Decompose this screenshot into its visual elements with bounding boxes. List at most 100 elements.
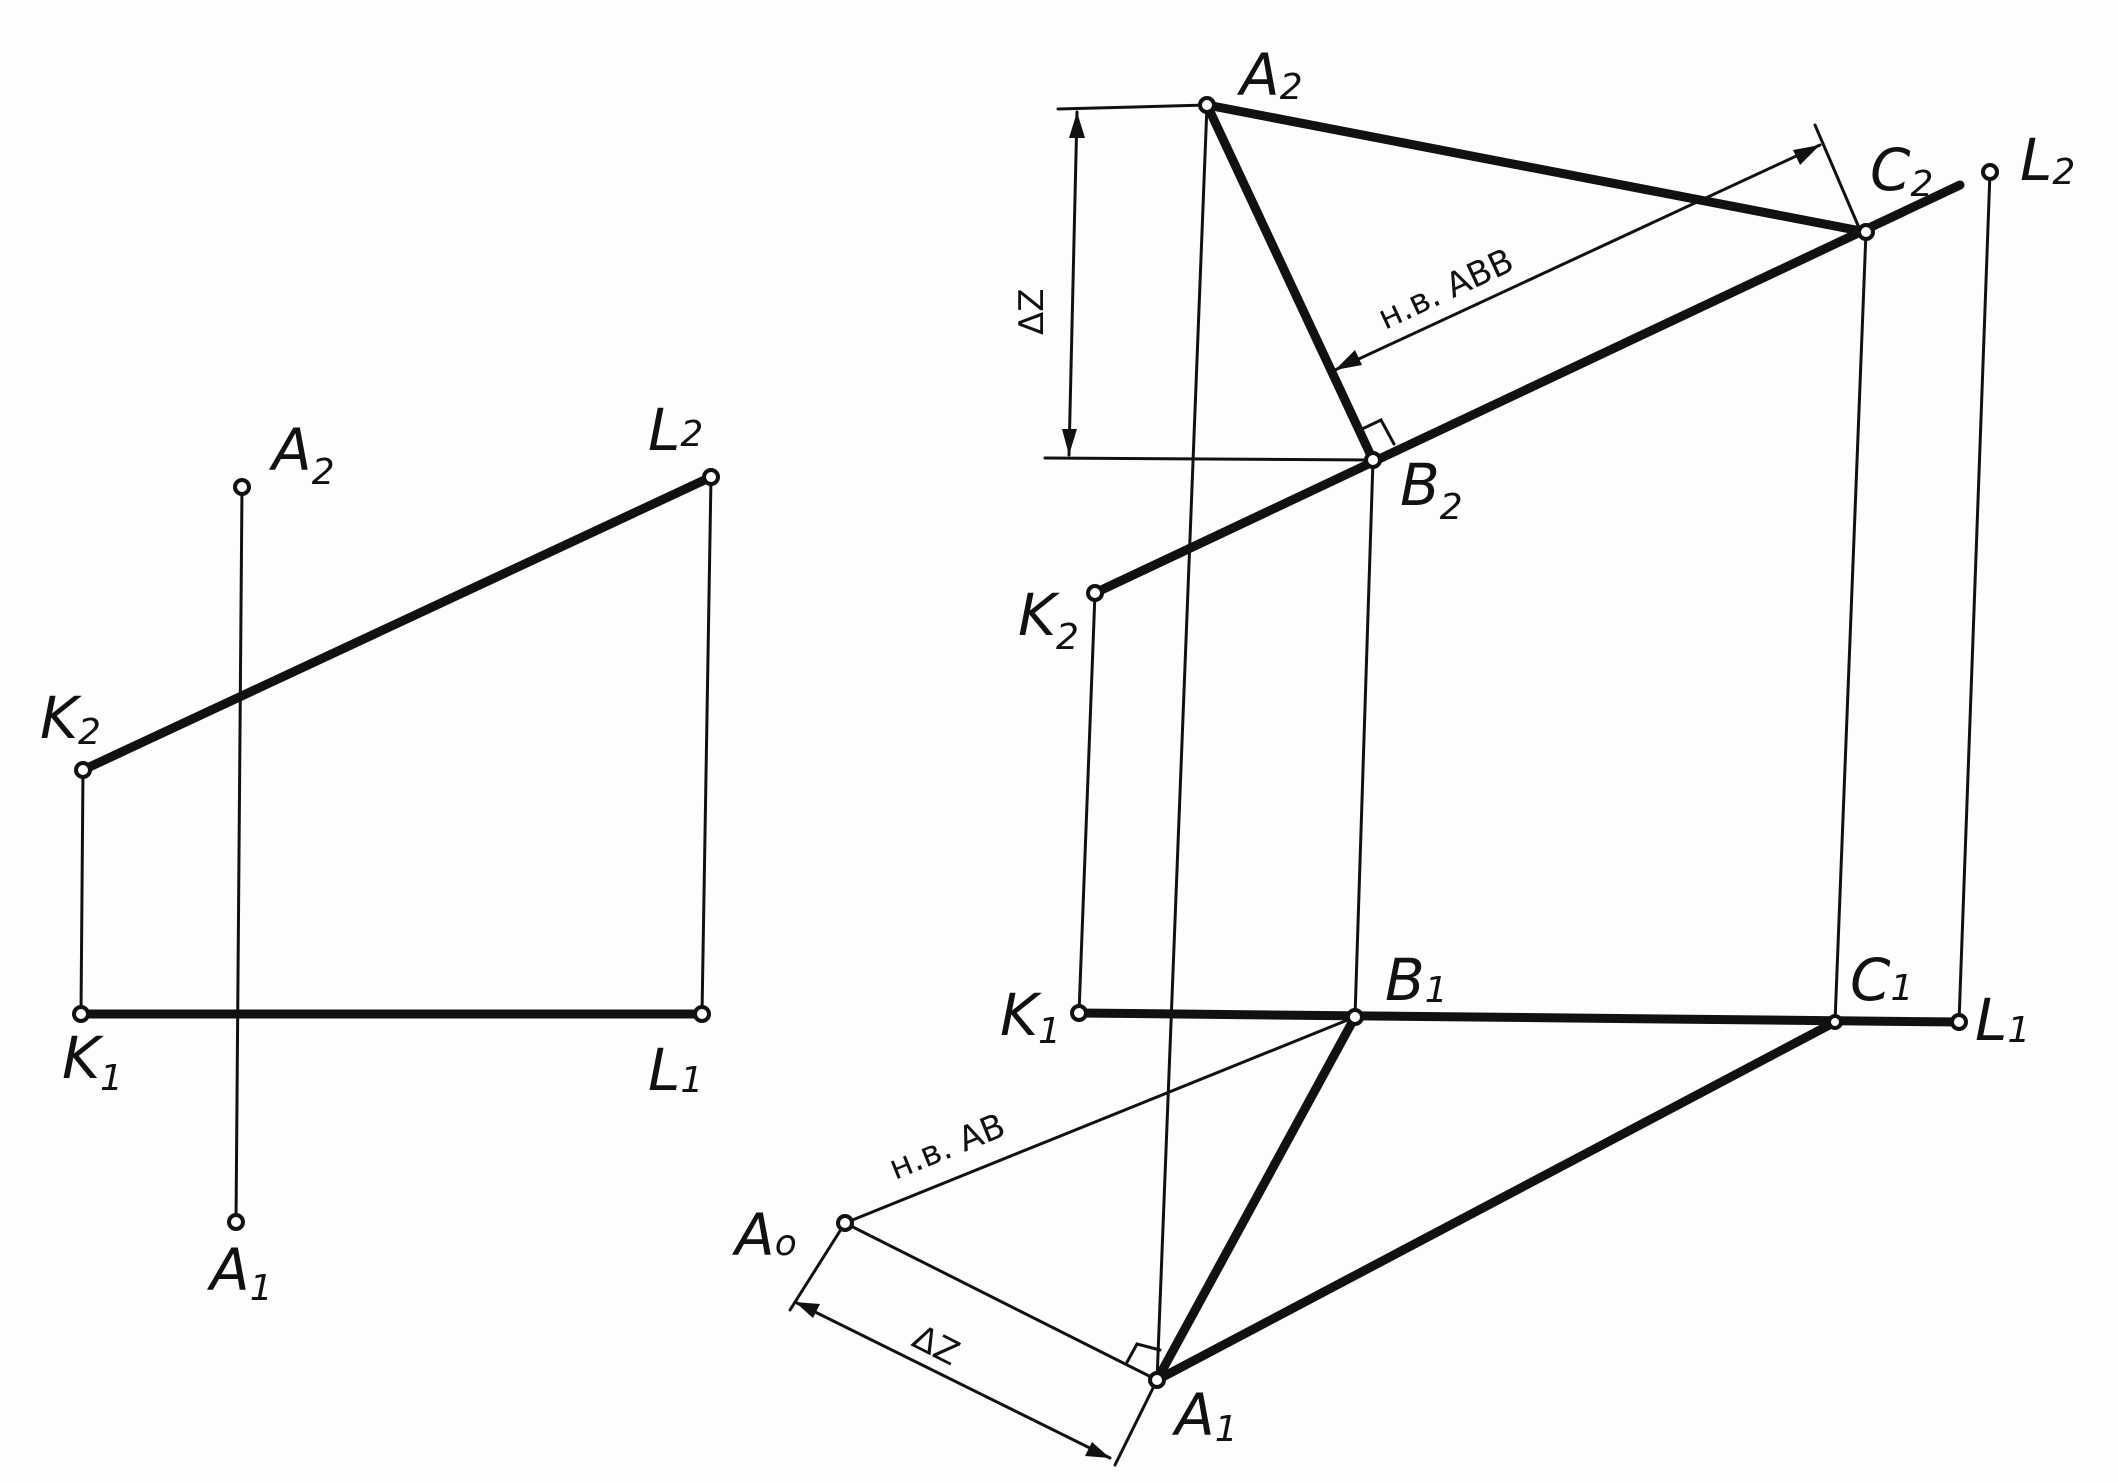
line-b1-a1 bbox=[1152, 1012, 1360, 1385]
label-right-c1-sub: 1 bbox=[1891, 968, 1914, 1009]
label-right-l2-letter: L bbox=[2020, 126, 2052, 194]
dz-arrow-up bbox=[1069, 112, 1085, 138]
label-left-l1: L1 bbox=[648, 1036, 703, 1104]
line-c1-a1 bbox=[1152, 1017, 1840, 1385]
line-l2-l1 bbox=[700, 475, 713, 1016]
label-left-k2: K2 bbox=[40, 684, 101, 753]
line-a2-b2 bbox=[1202, 100, 1378, 465]
label-right-b1-letter: B bbox=[1385, 946, 1425, 1014]
label-right-k1-letter: K bbox=[1000, 981, 1042, 1049]
point-r-k2 bbox=[1086, 584, 1104, 602]
label-right-a2-letter: A bbox=[1236, 41, 1280, 109]
point-k1 bbox=[72, 1005, 90, 1023]
annotation-delta-z-bottom: ΔZ bbox=[906, 1317, 966, 1374]
label-right-l1-sub: 1 bbox=[2007, 1010, 2030, 1051]
label-left-a2-sub: 2 bbox=[312, 452, 335, 493]
label-left-l2-letter: L bbox=[648, 396, 680, 464]
dz-bottom-extension bbox=[1043, 456, 1375, 462]
dz-top-extension bbox=[1056, 103, 1209, 111]
label-right-a2: A2 bbox=[1236, 41, 1303, 109]
label-left-k1: K1 bbox=[62, 1024, 123, 1099]
dz-vertical-dimension bbox=[1067, 110, 1079, 457]
label-right-c2-letter: C bbox=[1870, 136, 1911, 204]
dz-bottom-ext-a1 bbox=[1113, 1378, 1159, 1467]
label-right-a1-sub: 1 bbox=[1215, 1409, 1238, 1450]
line-k2-k1-projection bbox=[1077, 591, 1097, 1015]
label-right-a0-letter: A bbox=[731, 1201, 775, 1269]
label-left-a1-sub: 1 bbox=[250, 1268, 273, 1309]
label-left-l1-letter: L bbox=[648, 1036, 680, 1104]
label-left-l2: L2 bbox=[648, 396, 703, 464]
label-left-k1-sub: 1 bbox=[100, 1058, 123, 1099]
line-k2-k1 bbox=[79, 768, 85, 1016]
left-figure: A2 L2 K2 K1 L1 A1 bbox=[40, 396, 720, 1309]
label-right-b2: B2 bbox=[1400, 451, 1463, 528]
label-right-l1: L1 bbox=[1975, 986, 2030, 1054]
point-l2 bbox=[702, 468, 720, 486]
label-left-k1-letter: K bbox=[62, 1024, 104, 1092]
label-right-b1: B1 bbox=[1385, 946, 1448, 1014]
label-right-b2-sub: 2 bbox=[1440, 487, 1463, 528]
right-angle-marker-a1 bbox=[1124, 1342, 1162, 1366]
dz-bottom-ext-a0 bbox=[788, 1221, 847, 1312]
label-right-a0: Ao bbox=[731, 1201, 797, 1269]
line-k2-l2-front bbox=[1090, 180, 1965, 598]
label-right-a1: A1 bbox=[1171, 1381, 1238, 1450]
label-left-k2-sub: 2 bbox=[78, 712, 101, 753]
point-r-a2 bbox=[1198, 96, 1216, 114]
label-right-a2-sub: 2 bbox=[1280, 67, 1303, 108]
label-left-l1-sub: 1 bbox=[680, 1060, 703, 1101]
line-b1-a0-true-length bbox=[843, 1015, 1357, 1225]
point-r-b2 bbox=[1364, 451, 1382, 469]
annotation-true-length-bottom: н.в. AB bbox=[883, 1106, 1010, 1189]
right-figure: A2 C2 L2 B2 K2 K1 B1 C1 L1 Ao A1 bbox=[731, 41, 2075, 1467]
label-right-k2: K2 bbox=[1018, 581, 1079, 658]
line-a2-c2 bbox=[1202, 100, 1871, 237]
label-right-k2-sub: 2 bbox=[1056, 617, 1079, 658]
true-length-top-dimension bbox=[1333, 143, 1822, 372]
true-length-top-arrow-left bbox=[1335, 350, 1362, 370]
line-k2-l2 bbox=[78, 472, 716, 775]
line-a0-a1 bbox=[843, 1221, 1159, 1382]
label-right-k2-letter: K bbox=[1018, 581, 1060, 649]
label-left-a2: A2 bbox=[268, 416, 335, 493]
point-l1 bbox=[693, 1005, 711, 1023]
dz-bottom-dimension bbox=[793, 1300, 1112, 1460]
label-left-a1: A1 bbox=[206, 1236, 273, 1309]
dz-arrow-down bbox=[1062, 429, 1077, 455]
line-c2-c1-projection bbox=[1833, 230, 1868, 1024]
point-r-c2 bbox=[1857, 223, 1875, 241]
point-r-k1 bbox=[1070, 1004, 1088, 1022]
line-a2-a1 bbox=[234, 485, 244, 1224]
right-angle-marker-b2 bbox=[1358, 418, 1396, 446]
annotation-delta-z-vertical: ΔZ bbox=[1012, 288, 1052, 335]
point-r-a1 bbox=[1148, 1371, 1166, 1389]
line-k1-l1-top bbox=[1074, 1008, 1964, 1027]
label-right-a0-sub: o bbox=[775, 1223, 797, 1264]
label-right-b1-sub: 1 bbox=[1425, 970, 1448, 1011]
label-left-a1-letter: A bbox=[206, 1236, 250, 1304]
annotation-true-length-top: н.в. ABB bbox=[1372, 241, 1520, 338]
label-right-l1-letter: L bbox=[1975, 986, 2007, 1054]
label-right-l2: L2 bbox=[2020, 126, 2075, 194]
point-a2 bbox=[233, 478, 251, 496]
line-l2-l1-projection bbox=[1957, 170, 1992, 1024]
label-left-a2-letter: A bbox=[268, 416, 312, 484]
label-right-c2-sub: 2 bbox=[1911, 164, 1934, 205]
label-right-b2-letter: B bbox=[1400, 451, 1440, 519]
dz-bottom-arrow-right bbox=[1085, 1442, 1110, 1458]
true-length-top-extension bbox=[1813, 123, 1862, 232]
label-right-l2-sub: 2 bbox=[2052, 152, 2075, 193]
point-r-c1 bbox=[1827, 1014, 1843, 1030]
point-r-l1 bbox=[1950, 1013, 1968, 1031]
true-length-top-arrow-right bbox=[1793, 145, 1820, 165]
line-a2-a1-projection bbox=[1155, 103, 1209, 1382]
label-right-k1-sub: 1 bbox=[1038, 1011, 1061, 1052]
label-right-c2: C2 bbox=[1870, 136, 1933, 205]
label-right-k1: K1 bbox=[1000, 981, 1061, 1052]
point-a1 bbox=[227, 1213, 245, 1231]
point-r-l2 bbox=[1981, 163, 1999, 181]
point-r-b1 bbox=[1346, 1008, 1364, 1026]
point-r-a0 bbox=[836, 1214, 854, 1232]
